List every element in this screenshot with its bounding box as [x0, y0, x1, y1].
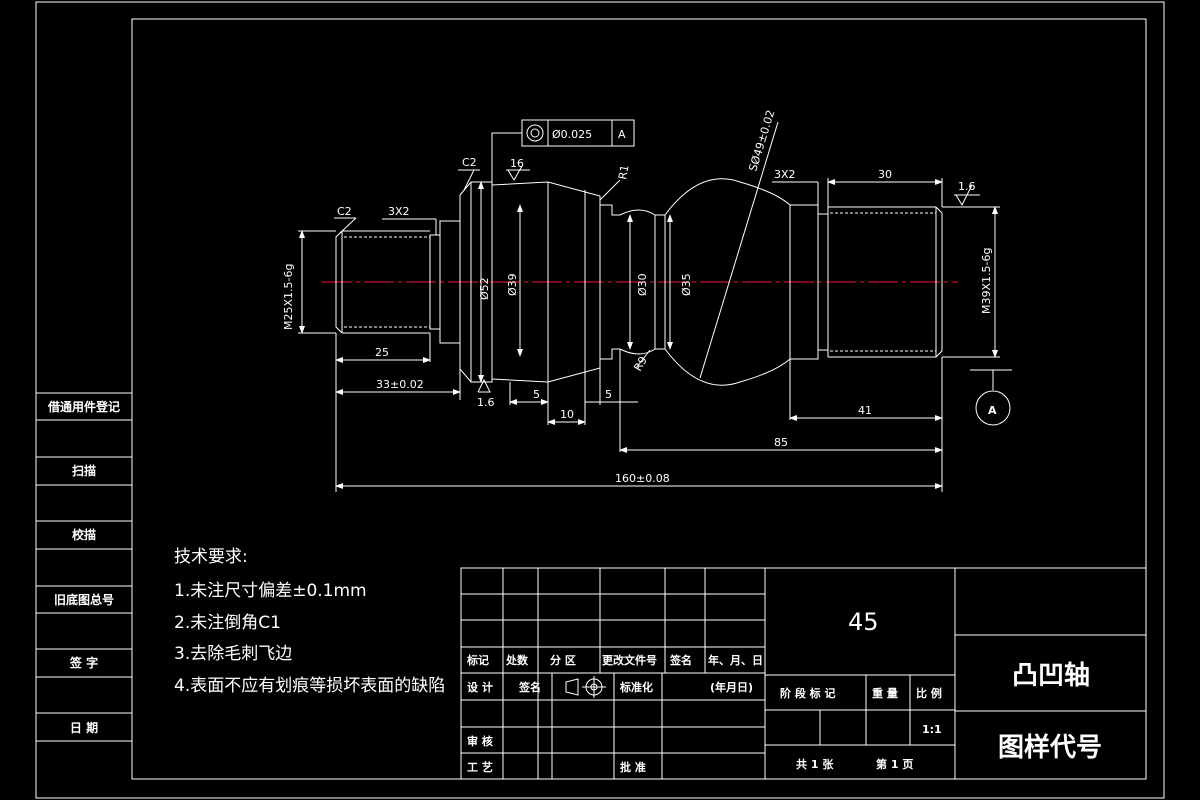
dim-groove-right: 3X2 — [774, 168, 796, 181]
note-4: 4.表面不应有划痕等损坏表面的缺陷 — [174, 676, 445, 696]
dim-roughness-16-top: 16 — [510, 157, 524, 170]
dim-length-30: 30 — [878, 168, 892, 181]
dim-r1: R1 — [616, 164, 631, 181]
process-label: 工 艺 — [467, 760, 493, 774]
dim-roughness-right: 1.6 — [958, 180, 976, 193]
header-mark: 标记 — [466, 653, 489, 667]
dim-length-85: 85 — [774, 436, 788, 449]
projection-symbol-icon — [565, 676, 606, 698]
sheet-count: 共 1 张 — [796, 757, 834, 771]
stage-header-weight: 重 量 — [872, 686, 898, 700]
header-count: 处数 — [505, 653, 529, 667]
dim-thread-right: M39X1.5-6g — [980, 248, 993, 314]
date-placeholder-label: (年月日) — [710, 680, 753, 694]
dim-c2-left: C2 — [337, 205, 352, 218]
dim-dia-30: Ø30 — [636, 273, 649, 296]
dim-dia-39: Ø39 — [506, 273, 519, 296]
approve-label: 批 准 — [620, 760, 646, 774]
dim-dia-35: Ø35 — [680, 273, 693, 296]
note-3: 3.去除毛刺飞边 — [174, 644, 292, 664]
scale-value: 1:1 — [922, 723, 942, 736]
side-label-trace: 校描 — [72, 527, 96, 542]
datum-a-label: A — [988, 404, 997, 417]
outer-border — [35, 1, 1165, 799]
dim-length-5a: 5 — [533, 388, 540, 401]
notes-title: 技术要求: — [174, 547, 248, 567]
dim-length-10: 10 — [560, 408, 574, 421]
design-label: 设 计 — [467, 680, 493, 694]
side-label-scan: 扫描 — [72, 463, 96, 478]
dimension-labels: C2 3X2 M25X1.5-6g 25 33±0.02 C2 16 Ø52 Ø… — [282, 108, 997, 485]
standard-label: 标准化 — [619, 680, 653, 694]
dimension-lines — [298, 119, 1012, 492]
dim-c2-top: C2 — [462, 156, 477, 169]
header-change-doc: 更改文件号 — [602, 653, 657, 667]
datum-a-circle — [975, 390, 1011, 426]
dim-length-25: 25 — [375, 346, 389, 359]
stage-header-mark: 阶 段 标 记 — [780, 686, 836, 700]
side-registration-column: 借通用件登记 扫描 校描 旧底图总号 签 字 日 期 — [36, 392, 132, 742]
tolerance-datum-ref: A — [618, 128, 626, 141]
side-label-old-number: 旧底图总号 — [54, 592, 114, 607]
header-signature: 签名 — [669, 653, 692, 667]
review-label: 审 核 — [467, 734, 493, 748]
sign-label: 签名 — [518, 680, 541, 694]
part-name: 凸凹轴 — [1012, 661, 1090, 691]
dim-roughness-bottom: 1.6 — [477, 396, 495, 409]
note-1: 1.未注尺寸偏差±0.1mm — [174, 581, 367, 601]
dim-length-5b: 5 — [605, 388, 612, 401]
dim-thread-left: M25X1.5-6g — [282, 264, 295, 330]
stage-header-scale: 比 例 — [916, 686, 942, 700]
header-date: 年、月、日 — [708, 653, 763, 667]
note-2: 2.未注倒角C1 — [174, 613, 281, 633]
dim-length-33: 33±0.02 — [376, 378, 424, 391]
material-value: 45 — [848, 608, 879, 636]
dim-r9: R9 — [631, 354, 650, 373]
sheet-number: 第 1 页 — [876, 757, 913, 771]
side-label-signature: 签 字 — [69, 655, 98, 670]
dim-groove-left: 3X2 — [388, 205, 410, 218]
technical-notes: 技术要求: 1.未注尺寸偏差±0.1mm 2.未注倒角C1 3.去除毛刺飞边 4… — [174, 547, 445, 696]
side-label-register: 借通用件登记 — [47, 399, 120, 414]
dim-length-41: 41 — [858, 404, 872, 417]
dim-dia-52: Ø52 — [478, 277, 491, 300]
title-block: 标记 处数 分 区 更改文件号 签名 年、月、日 设 计 签名 标准化 (年月日… — [460, 567, 1147, 780]
side-label-date: 日 期 — [70, 720, 98, 735]
header-zone: 分 区 — [550, 653, 576, 667]
tolerance-value: Ø0.025 — [552, 128, 592, 141]
drawing-number: 图样代号 — [998, 732, 1102, 763]
dim-length-160: 160±0.08 — [615, 472, 670, 485]
